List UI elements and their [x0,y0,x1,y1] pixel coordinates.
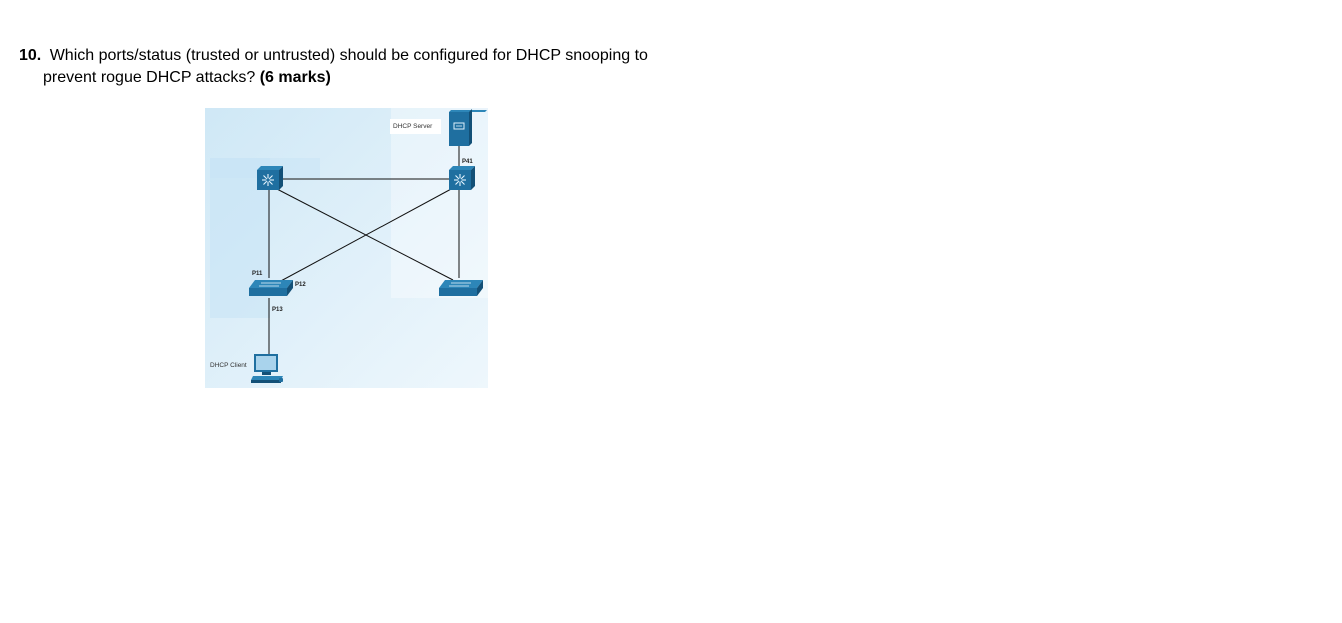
link-core-left-access-right [274,187,454,281]
multilayer-switch-right-icon [449,166,475,190]
dhcp-client-label: DHCP Client [210,362,247,369]
pc-icon [251,354,283,383]
port-label-p13: P13 [272,307,283,313]
question: 10. Which ports/status (trusted or untru… [19,45,648,89]
network-topology-diagram: DHCP Server P41 [205,108,488,388]
link-core-right-access-left [278,187,454,283]
port-label-p11: P11 [252,271,263,277]
dhcp-server-label-box [390,119,441,134]
port-label-p12: P12 [295,282,306,288]
question-text-line-1: Which ports/status (trusted or untrusted… [49,47,648,64]
question-line-1: 10. Which ports/status (trusted or untru… [19,45,648,67]
background-light-area [391,108,488,298]
dhcp-server-icon [449,109,487,146]
question-number: 10. [19,47,42,64]
links [268,138,460,356]
question-line-2: prevent rogue DHCP attacks? (6 marks) [19,67,648,89]
access-switch-right-icon [439,280,483,296]
port-label-p41: P41 [462,159,473,165]
dhcp-server-label: DHCP Server [393,123,433,130]
access-switch-left-icon [249,280,293,296]
question-marks: (6 marks) [259,69,331,86]
question-text-line-2: prevent rogue DHCP attacks? [43,69,256,86]
topology-svg: DHCP Server P41 [205,108,488,388]
multilayer-switch-left-icon [257,166,283,190]
